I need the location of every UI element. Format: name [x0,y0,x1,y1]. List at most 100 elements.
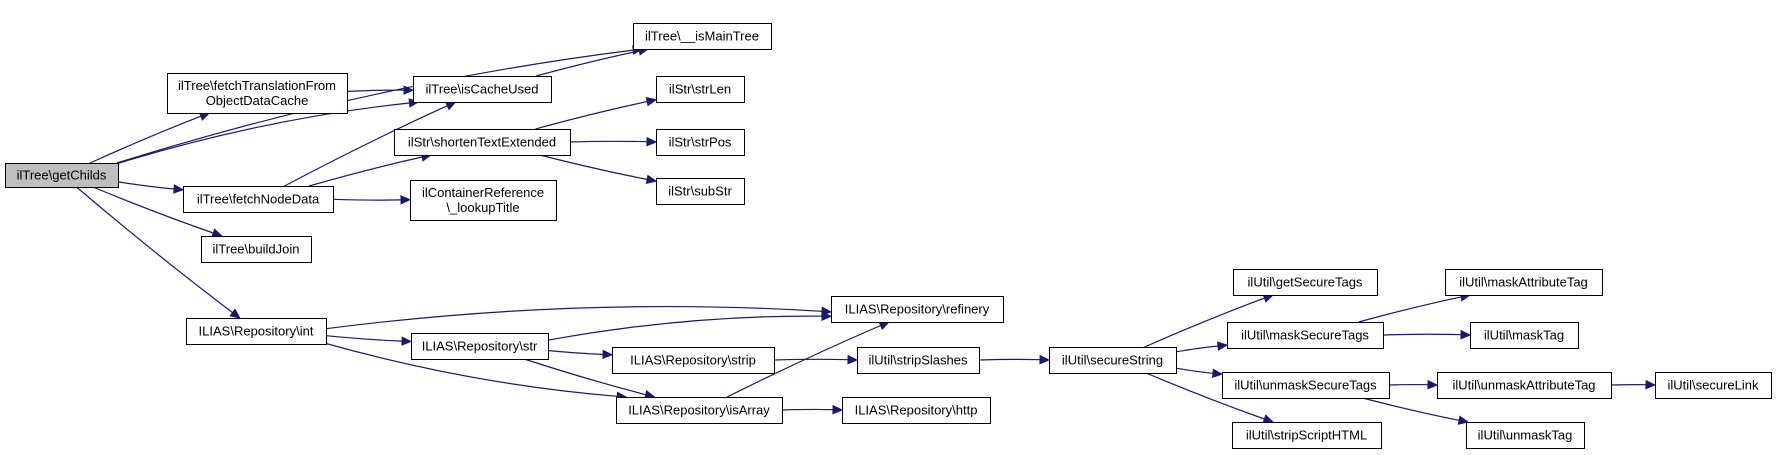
node-repoInt[interactable]: ILIAS\Repository\int [186,318,327,345]
node-box-buildJoin [201,236,312,263]
node-label-fetchTranslation: ObjectDataCache [206,93,309,108]
node-label-http: ILIAS\Repository\http [855,403,978,418]
edge-secureString-to-getSecureTags [1144,297,1265,348]
node-secureString[interactable]: ilUtil\secureString [1049,347,1177,374]
edge-isArray-to-refinery [726,324,881,398]
node-unmaskSecureTags[interactable]: ilUtil\unmaskSecureTags [1222,372,1390,399]
node-isMainTree[interactable]: ilTree\__isMainTree [633,23,772,50]
node-box-unmaskAttributeTag [1437,372,1612,399]
node-stripSlashes[interactable]: ilUtil\stripSlashes [857,347,980,374]
nodes-layer: ilTree\getChilds ilTree\__isMainTree ilTre… [5,23,1772,449]
node-label-repoStrip: ILIAS\Repository\strip [630,353,756,368]
node-box-maskTag [1470,322,1579,349]
node-unmaskTag[interactable]: ilUtil\unmaskTag [1466,422,1585,449]
node-shortenTextExtended[interactable]: ilStr\shortenTextExtended [394,129,571,156]
node-http[interactable]: ILIAS\Repository\http [842,397,991,424]
edge-fetchTranslation-to-isCacheUsed [346,89,405,92]
arrowhead-repoStr [401,336,413,346]
node-box-repoStrip [612,347,775,374]
node-box-stripScriptHTML [1232,422,1382,449]
edge-repoStr-to-repoStrip [547,349,604,355]
arrowhead-refinery [821,311,833,321]
node-label-getSecureTags: ilUtil\getSecureTags [1248,275,1363,290]
node-strLen[interactable]: ilStr\strLen [656,76,745,103]
edge-unmaskSecureTags-to-unmaskTag [1362,397,1460,421]
node-box-maskAttributeTag [1445,269,1603,296]
node-label-secureString: ilUtil\secureString [1062,353,1163,368]
edge-fetchNodeData-to-lookupTitle [332,198,402,201]
arrowhead-repoInt [229,308,241,319]
edge-repoInt-to-repoStr [325,335,403,342]
arrowhead-buildJoin [211,228,223,238]
node-box-isArray [616,397,783,424]
node-label-repoInt: ILIAS\Repository\int [199,324,314,339]
node-label-refinery: ILIAS\Repository\refinery [845,302,990,317]
arrowhead-unmaskTag [1457,415,1470,425]
node-box-repoStr [411,333,549,360]
node-label-repoStr: ILIAS\Repository\str [422,339,538,354]
arrowhead-repoStrip [602,349,614,360]
node-label-strPos: ilStr\strPos [669,135,732,150]
node-box-strLen [656,76,745,103]
node-box-maskSecureTags [1227,322,1384,349]
edge-repoStr-to-isArray [523,358,646,396]
arrowhead-isCacheUsed [403,85,415,95]
arrowhead-unmaskSecureTags [1212,368,1224,379]
node-isCacheUsed[interactable]: ilTree\isCacheUsed [413,76,552,103]
node-box-isMainTree [633,23,772,50]
edge-isCacheUsed-to-isMainTree [535,50,640,77]
node-box-repoInt [186,318,327,345]
arrowhead-secureLink [1645,379,1657,390]
node-subStr[interactable]: ilStr\subStr [656,178,745,205]
arrowhead-lookupTitle [400,195,412,205]
node-maskTag[interactable]: ilUtil\maskTag [1470,322,1579,349]
node-maskSecureTags[interactable]: ilUtil\maskSecureTags [1227,322,1384,349]
node-unmaskAttributeTag[interactable]: ilUtil\unmaskAttributeTag [1437,372,1612,399]
edge-repoInt-to-refinery [325,305,823,330]
node-buildJoin[interactable]: ilTree\buildJoin [201,236,312,263]
node-repoStrip[interactable]: ILIAS\Repository\strip [612,347,775,374]
edge-getChilds-to-fetchNodeData [117,181,175,190]
node-box-fetchTranslation [167,73,348,114]
node-label-shortenTextExtended: ilStr\shortenTextExtended [408,135,556,150]
node-label-lookupTitle: \_lookupTitle [446,200,519,215]
node-box-secureString [1049,347,1177,374]
node-label-maskSecureTags: ilUtil\maskSecureTags [1241,328,1369,343]
node-isArray[interactable]: ILIAS\Repository\isArray [616,397,783,424]
node-refinery[interactable]: ILIAS\Repository\refinery [831,296,1004,323]
node-secureLink[interactable]: ilUtil\secureLink [1655,372,1772,399]
node-label-secureLink: ilUtil\secureLink [1667,378,1759,393]
node-getChilds[interactable]: ilTree\getChilds [5,163,119,188]
edges-layer [76,45,1657,425]
arrowhead-stripScriptHTML [1262,414,1275,424]
node-label-fetchTranslation: ilTree\fetchTranslationFrom [178,78,336,93]
node-label-stripScriptHTML: ilUtil\stripScriptHTML [1246,428,1367,443]
node-strPos[interactable]: ilStr\strPos [656,129,745,156]
node-box-fetchNodeData [183,186,334,213]
node-box-getSecureTags [1233,269,1378,296]
node-maskAttributeTag[interactable]: ilUtil\maskAttributeTag [1445,269,1603,296]
node-repoStr[interactable]: ILIAS\Repository\str [411,333,549,360]
arrowhead-strLen [645,97,658,107]
edge-shortenTextExtended-to-subStr [539,154,648,180]
node-lookupTitle[interactable]: ilContainerReference\_lookupTitle [410,180,557,221]
edge-repoInt-to-isArray [325,342,618,397]
edge-stripSlashes-to-secureString [978,358,1041,361]
edge-isArray-to-http [781,408,834,411]
edge-getChilds-to-buildJoin [92,186,214,234]
node-label-lookupTitle: ilContainerReference [422,185,544,200]
node-box-isCacheUsed [413,76,552,103]
node-box-unmaskSecureTags [1222,372,1390,399]
edge-getChilds-to-repoInt [76,186,233,314]
node-fetchNodeData[interactable]: ilTree\fetchNodeData [183,186,334,213]
node-label-subStr: ilStr\subStr [668,184,732,199]
node-fetchTranslation[interactable]: ilTree\fetchTranslationFromObjectDataCac… [167,73,348,114]
arrowhead-secureString [1039,354,1051,365]
node-box-stripSlashes [857,347,980,374]
node-box-unmaskTag [1466,422,1585,449]
node-getSecureTags[interactable]: ilUtil\getSecureTags [1233,269,1378,296]
edge-shortenTextExtended-to-strLen [535,101,648,130]
node-box-strPos [656,129,745,156]
edge-repoStrip-to-stripSlashes [773,358,849,361]
node-stripScriptHTML[interactable]: ilUtil\stripScriptHTML [1232,422,1382,449]
